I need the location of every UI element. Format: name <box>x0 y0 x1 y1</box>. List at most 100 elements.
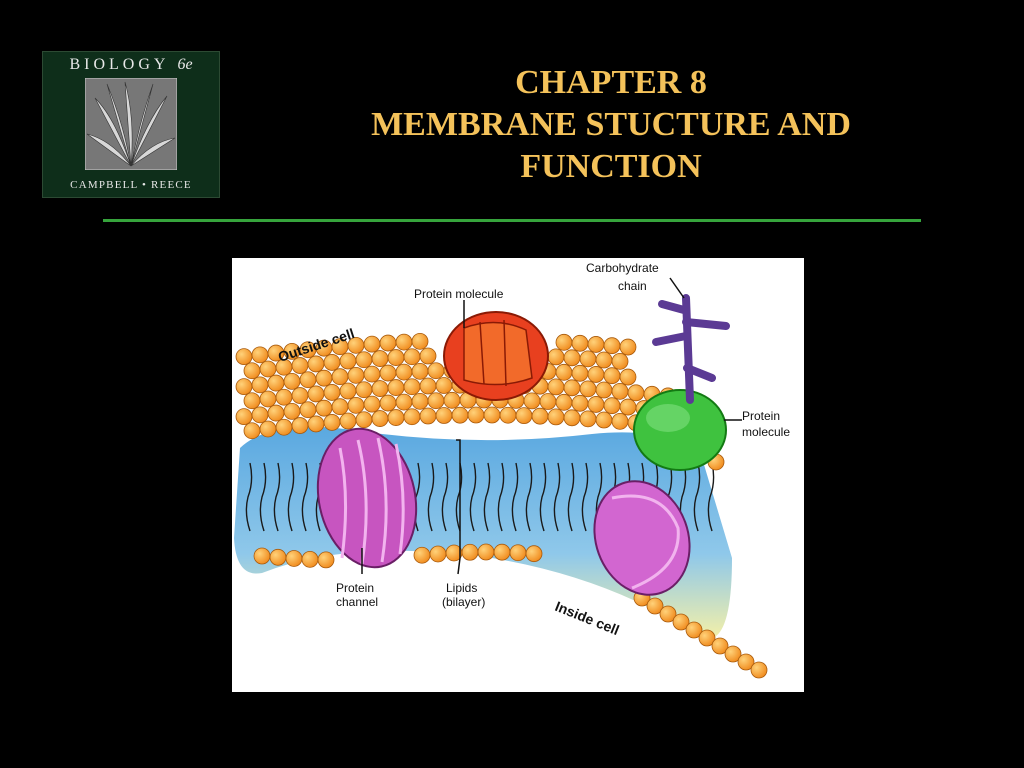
lipid-head <box>395 333 413 351</box>
lipid-head <box>299 371 317 389</box>
label-protein-molecule-right-2: molecule <box>742 425 790 439</box>
label-protein-channel-2: channel <box>336 595 378 609</box>
book-title-text: BIOLOGY <box>69 56 170 73</box>
lipid-head <box>403 348 421 366</box>
slide-title-line: FUNCTION <box>520 148 702 185</box>
lipid-head <box>371 380 389 397</box>
lipid-head <box>355 381 373 399</box>
lipid-tail <box>245 462 253 532</box>
carbohydrate-chain <box>652 294 730 404</box>
lipid-head <box>627 384 645 402</box>
lipid-head <box>291 387 309 404</box>
lipid-head <box>595 381 613 399</box>
lipid-head <box>619 398 637 416</box>
lipid-head <box>371 410 389 427</box>
lipid-head <box>355 351 373 369</box>
label-protein-channel: Protein <box>336 581 374 595</box>
lipid-head <box>347 366 365 384</box>
label-lipids-2: (bilayer) <box>442 595 485 609</box>
lipid-head <box>587 366 605 383</box>
book-edition: 6e <box>177 56 193 73</box>
lipid-head <box>355 411 373 429</box>
lipid-head <box>235 408 253 426</box>
leader-lines <box>361 277 742 575</box>
lipid-head <box>251 406 269 424</box>
slide-title-line: CHAPTER 8 <box>515 64 707 101</box>
lipid-head <box>363 335 381 353</box>
lipid-head <box>243 362 261 380</box>
lipid-head <box>331 398 349 416</box>
lipid-tail <box>581 462 589 532</box>
lipid-tail <box>301 462 309 532</box>
lipid-head <box>523 392 541 410</box>
lipid-head <box>555 363 573 381</box>
label-protein-molecule-right: Protein <box>742 409 780 423</box>
lipid-tail <box>469 462 477 532</box>
lipid-head <box>493 543 511 561</box>
lipid-head <box>299 401 317 419</box>
lipid-head <box>315 369 333 387</box>
lipid-tail <box>525 462 533 532</box>
lipid-head <box>525 545 543 563</box>
lipid-head <box>750 661 768 679</box>
lipid-head <box>251 376 269 394</box>
book-title: BIOLOGY 6e <box>43 56 219 74</box>
lipid-head <box>571 364 589 382</box>
lipid-head <box>555 393 573 411</box>
lipid-head <box>267 404 285 422</box>
label-protein-molecule-top: Protein molecule <box>414 287 504 301</box>
lipid-head <box>571 334 589 352</box>
lipid-head <box>363 365 381 383</box>
lipid-head <box>563 379 581 397</box>
lipid-head <box>429 545 447 563</box>
lipid-head <box>595 351 613 369</box>
lipid-head <box>611 352 629 370</box>
lipid-head <box>323 384 341 401</box>
protein-channel-right <box>593 480 691 596</box>
membrane-diagram-svg: Protein molecule Carbohydrate chain Prot… <box>234 261 790 679</box>
lipid-head <box>603 337 621 355</box>
lipid-head <box>403 378 421 396</box>
lipid-tail <box>455 462 463 532</box>
lipid-tail <box>553 462 561 532</box>
lipid-head <box>411 362 429 380</box>
divider-line <box>103 219 921 222</box>
lipid-tail <box>707 462 715 532</box>
lipid-head <box>579 380 597 398</box>
lipid-head <box>315 399 333 417</box>
lipid-head <box>379 394 397 412</box>
lipid-head <box>387 409 405 426</box>
slide-title-line: MEMBRANE STUCTURE AND <box>371 106 851 143</box>
lipid-tail <box>497 462 505 532</box>
lipid-head <box>259 390 277 408</box>
lipid-head <box>724 645 742 663</box>
lipid-head <box>587 336 605 353</box>
lipid-head <box>698 629 716 647</box>
lipid-head <box>435 407 453 424</box>
lipid-head <box>251 346 269 364</box>
lipid-head <box>323 414 341 431</box>
lipid-head <box>419 377 437 395</box>
lipid-head <box>307 385 325 403</box>
lipid-tail <box>259 462 267 532</box>
lipid-head <box>579 350 597 368</box>
lipid-head <box>269 548 287 566</box>
lipid-head <box>243 392 261 410</box>
lipid-head <box>563 349 581 367</box>
membrane-diagram: Protein molecule Carbohydrate chain Prot… <box>232 258 804 692</box>
lipid-head <box>395 393 413 411</box>
lipid-head <box>427 392 445 410</box>
lipid-head <box>477 543 495 561</box>
lipid-head <box>603 397 621 415</box>
lipid-head <box>339 352 357 370</box>
lipid-tail <box>483 462 491 532</box>
lipid-head <box>619 338 637 356</box>
lipid-head <box>307 415 325 433</box>
lipid-head <box>331 368 349 386</box>
lipid-tail <box>427 462 435 532</box>
lipid-head <box>509 544 527 562</box>
lipid-head <box>547 408 565 426</box>
lipid-head <box>379 334 397 352</box>
lipid-head <box>547 348 565 366</box>
